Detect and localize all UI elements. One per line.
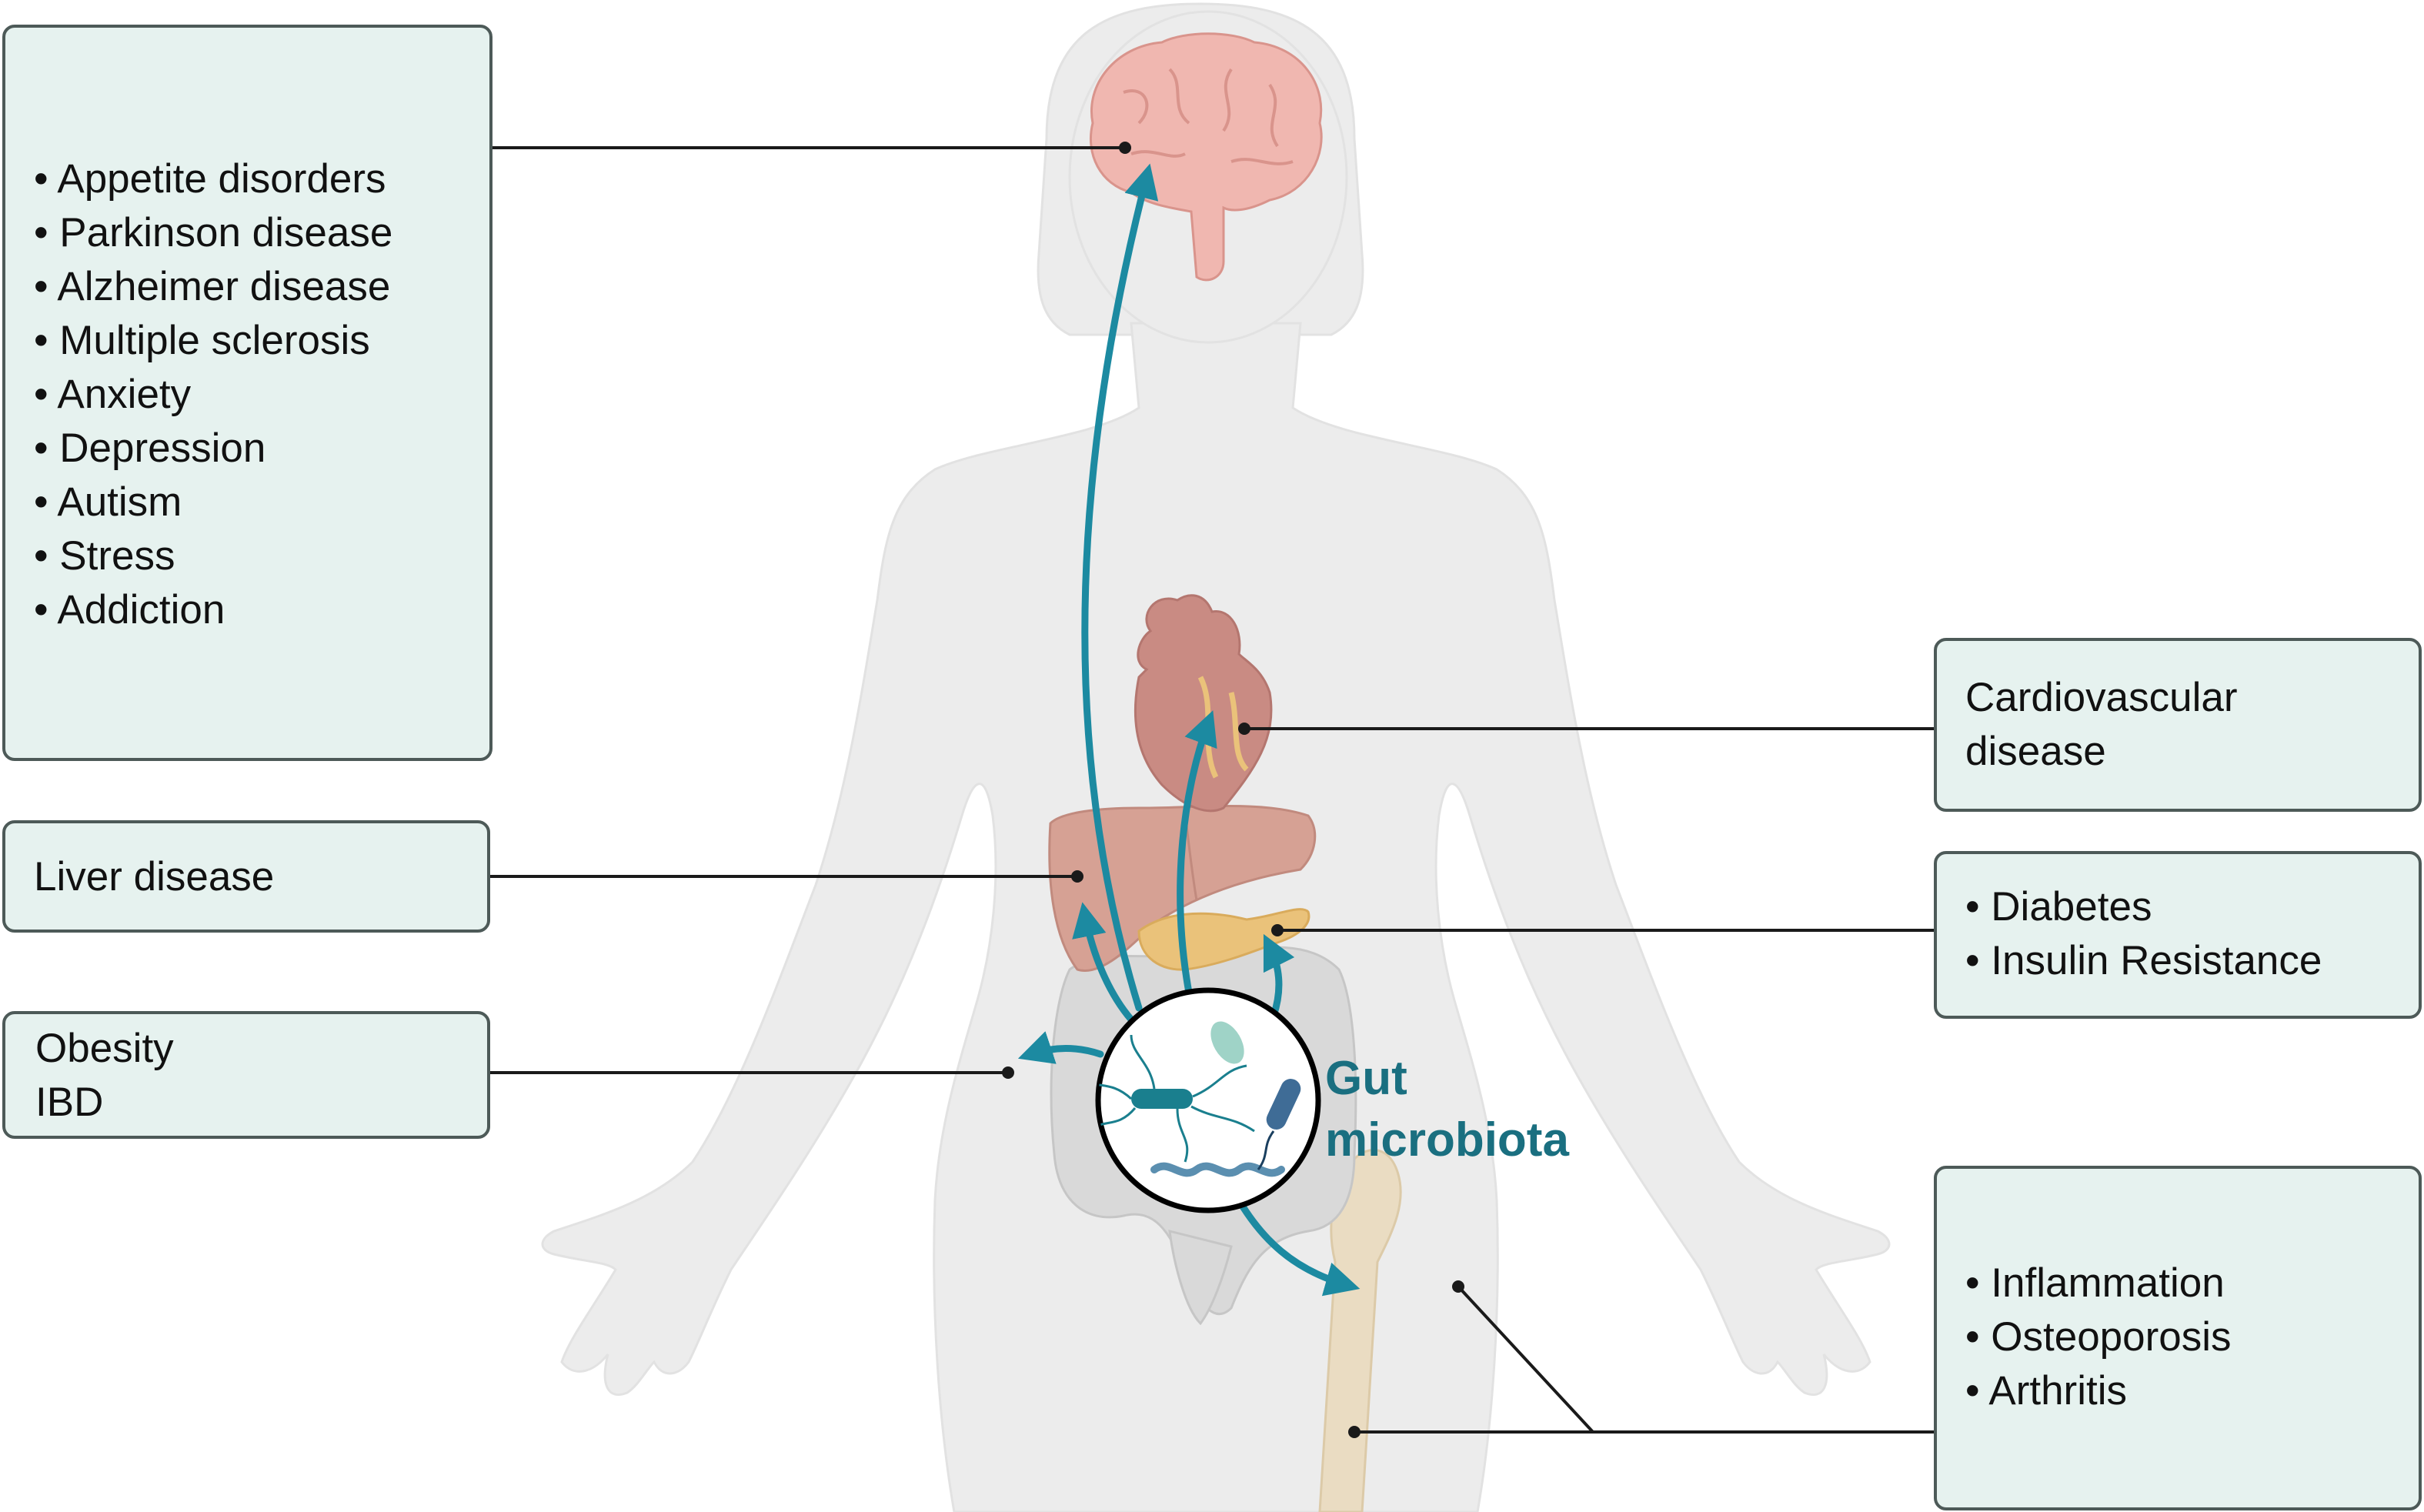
bone-item: • Arthritis (1965, 1368, 2127, 1414)
brain-item: • Addiction (34, 587, 225, 633)
liver-disease-text: Liver disease (34, 854, 274, 900)
brain-item: • Appetite disorders (34, 156, 386, 202)
bacterium-spiral-icon (1150, 1162, 1285, 1177)
brain-item: • Anxiety (34, 372, 192, 417)
bacterium-rod-icon (1098, 1034, 1255, 1163)
brain-item: • Multiple sclerosis (34, 318, 370, 363)
microbiota-circle (1095, 987, 1321, 1213)
arrow-to-bone (1235, 1197, 1361, 1297)
bone-disease-list: • Inflammation • Osteoporosis • Arthriti… (1965, 1260, 2242, 1414)
brain-item: • Parkinson disease (34, 210, 392, 255)
liver-item: Liver disease (34, 854, 274, 900)
arrow-to-brain (1081, 163, 1159, 1012)
box-liver-disease: Liver disease (2, 820, 490, 933)
gut-item: Obesity (35, 1026, 174, 1071)
pancreas-item: • Insulin Resistance (1965, 938, 2322, 983)
heart-item: disease (1965, 729, 2106, 774)
gut-label-line2: microbiota (1325, 1113, 1569, 1167)
gut-label-line1: Gut (1325, 1052, 1407, 1105)
microbiota-arrows (1017, 163, 1361, 1297)
flagellum-icon (1257, 1130, 1275, 1170)
brain-organ (1089, 32, 1323, 282)
bacterium-oval-icon (1210, 1021, 1244, 1064)
box-bone-diseases: • Inflammation • Osteoporosis • Arthriti… (1934, 1166, 2422, 1510)
bone-item: • Inflammation (1965, 1260, 2225, 1306)
brain-item: • Depression (34, 426, 265, 471)
brain-disease-list: • Appetite disorders • Parkinson disease… (34, 156, 404, 633)
bone-item: • Osteoporosis (1965, 1314, 2232, 1360)
connector-lines (489, 146, 1935, 1434)
brain-item: • Stress (34, 533, 175, 579)
arrow-to-liver (1072, 902, 1135, 1023)
brain-item: • Alzheimer disease (34, 264, 390, 309)
box-brain-diseases: • Appetite disorders • Parkinson disease… (2, 25, 492, 761)
gut-disease-list: Obesity IBD (35, 1026, 185, 1125)
gut-microbiota-label: Gut microbiota (1325, 1052, 1569, 1167)
pancreas-item: • Diabetes (1965, 884, 2152, 930)
heart-disease-text: Cardiovascular disease (1965, 675, 2249, 774)
heart-item: Cardiovascular (1965, 675, 2237, 720)
arrow-to-intestine (1017, 1031, 1104, 1064)
box-gut-diseases: Obesity IBD (2, 1011, 490, 1139)
brain-item: • Autism (34, 479, 182, 525)
arrow-to-heart (1177, 710, 1217, 996)
pancreas-disease-list: • Diabetes • Insulin Resistance (1965, 884, 2322, 983)
sigmoid-tail (1168, 1230, 1233, 1326)
box-heart-disease: Cardiovascular disease (1934, 638, 2422, 812)
arrow-to-pancreas (1263, 933, 1295, 1020)
connector-dots (1002, 142, 1464, 1438)
bacterium-capsule-icon (1266, 1079, 1301, 1130)
gut-item: IBD (35, 1080, 103, 1125)
box-pancreas-diseases: • Diabetes • Insulin Resistance (1934, 851, 2422, 1019)
